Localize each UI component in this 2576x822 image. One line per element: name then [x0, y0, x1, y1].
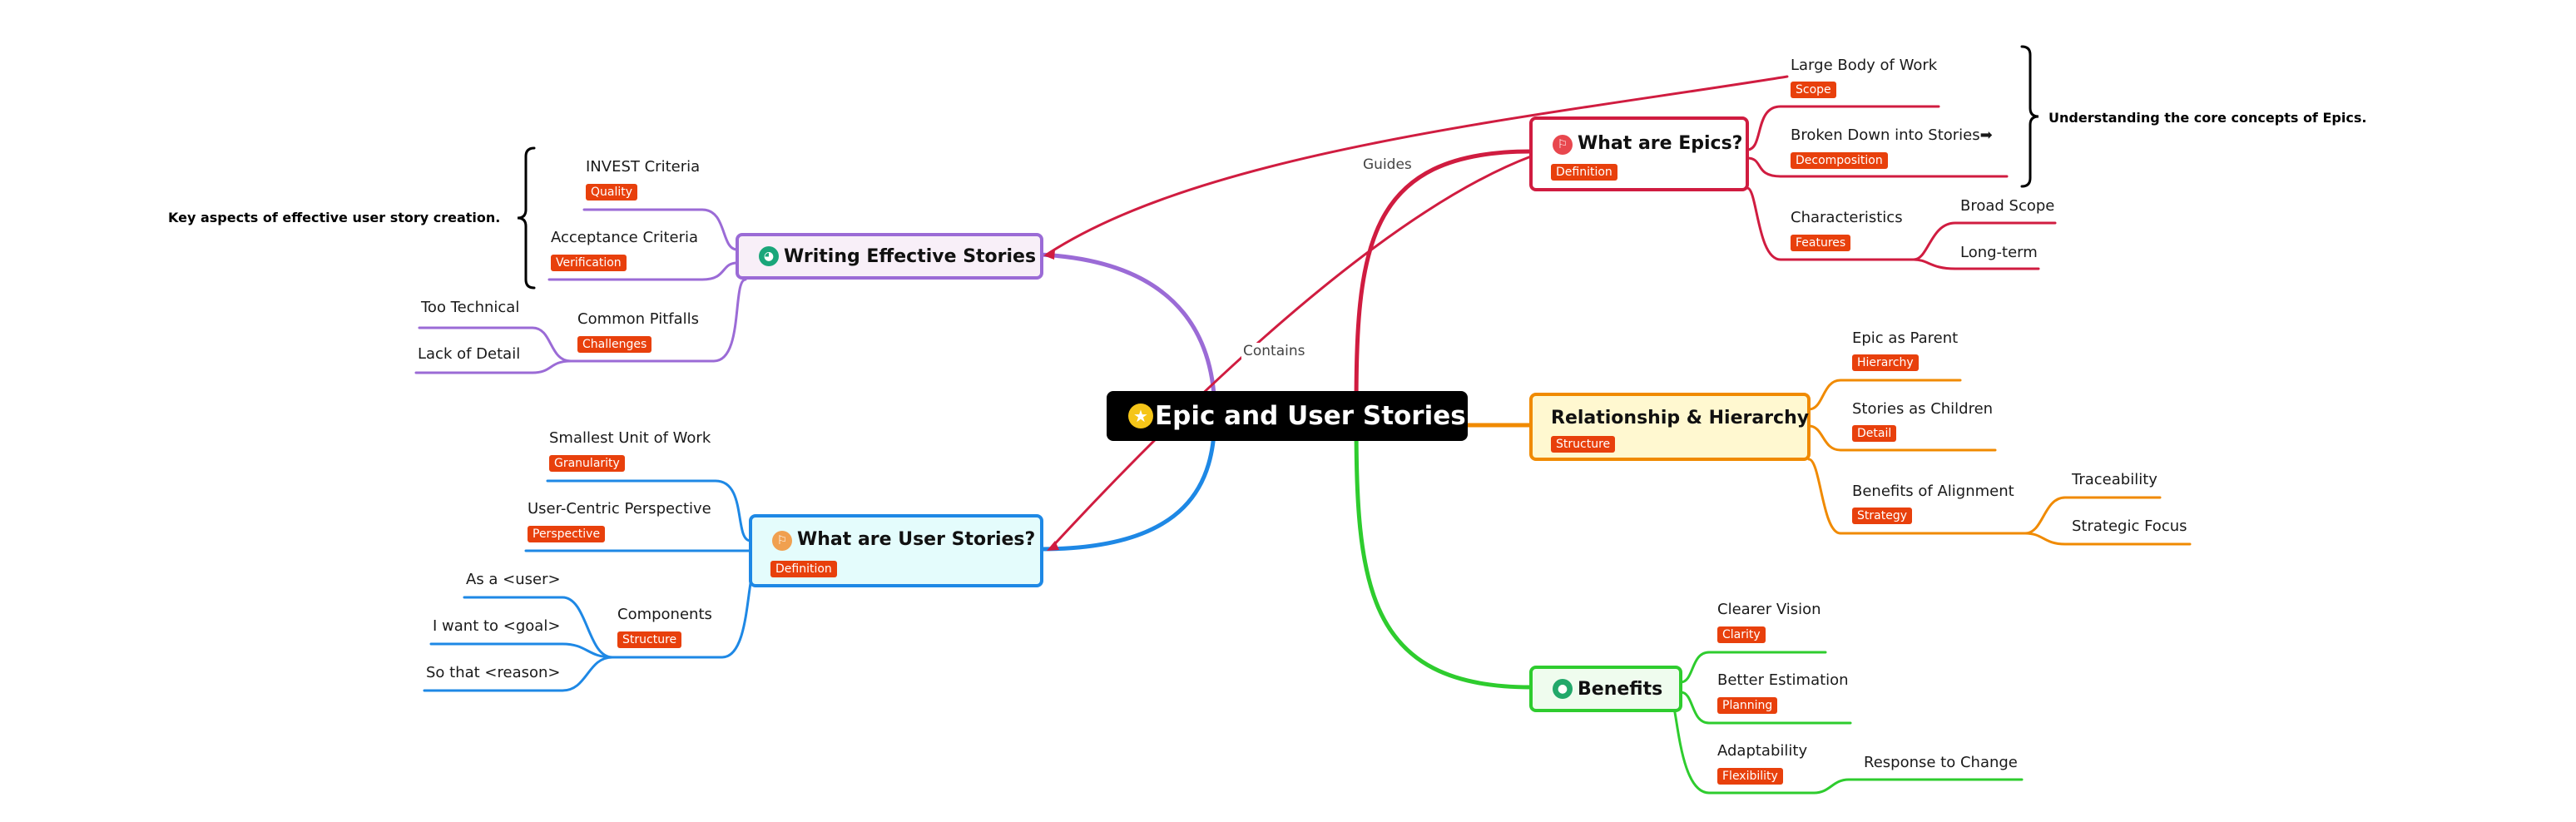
flag-icon: ⚐	[772, 531, 792, 551]
component-so-that[interactable]: So that <reason>	[426, 664, 561, 681]
writing-summary: Key aspects of effective user story crea…	[168, 210, 501, 225]
person-icon: ●	[1553, 679, 1573, 699]
tag-scope: Scope	[1791, 82, 1836, 98]
epics-child-decomposition[interactable]: Broken Down into Stories➡	[1791, 126, 1993, 144]
benefits-child-planning[interactable]: Better Estimation	[1717, 671, 1849, 689]
relationship-child-alignment[interactable]: Benefits of Alignment	[1852, 483, 2014, 500]
writing-child-invest[interactable]: INVEST Criteria	[586, 158, 701, 176]
adaptability-response[interactable]: Response to Change	[1864, 754, 2018, 771]
tag-structure: Structure	[617, 631, 682, 648]
relation-label-contains: Contains	[1241, 343, 1307, 359]
tag-hierarchy: Hierarchy	[1852, 354, 1919, 371]
relationship-title: Relationship & Hierarchy	[1551, 408, 1810, 428]
user-stories-child-smallest[interactable]: Smallest Unit of Work	[549, 429, 711, 447]
user-stories-tag: Definition	[770, 561, 837, 577]
writing-node[interactable]: ◕ Writing Effective Stories	[736, 233, 1043, 280]
tag-verification: Verification	[551, 255, 627, 271]
tag-planning: Planning	[1717, 697, 1778, 714]
alignment-traceability[interactable]: Traceability	[2072, 471, 2157, 488]
relationship-child-children[interactable]: Stories as Children	[1852, 400, 1994, 418]
user-stories-title: What are User Stories?	[797, 529, 1036, 550]
star-icon: ★	[1128, 404, 1153, 428]
epics-summary: Understanding the core concepts of Epics…	[2048, 110, 2367, 126]
characteristic-broad-scope[interactable]: Broad Scope	[1960, 197, 2055, 215]
epics-child-characteristics[interactable]: Characteristics	[1791, 209, 1903, 226]
epics-tag: Definition	[1551, 164, 1617, 181]
pie-icon: ◕	[759, 246, 779, 266]
epics-title: What are Epics?	[1578, 133, 1743, 154]
pitfall-too-technical[interactable]: Too Technical	[421, 299, 520, 316]
tag-detail: Detail	[1852, 425, 1897, 442]
epics-node[interactable]: ⚐ What are Epics? Definition	[1529, 116, 1749, 191]
user-stories-node[interactable]: ⚐ What are User Stories? Definition	[749, 514, 1043, 587]
benefits-node[interactable]: ● Benefits	[1529, 666, 1682, 712]
tag-quality: Quality	[586, 184, 638, 201]
relationship-child-parent[interactable]: Epic as Parent	[1852, 329, 1959, 347]
benefits-child-flexibility[interactable]: Adaptability	[1717, 742, 1808, 760]
tag-flexibility: Flexibility	[1717, 768, 1783, 785]
root-node[interactable]: ★ Epic and User Stories	[1107, 391, 1468, 441]
alignment-strategic-focus[interactable]: Strategic Focus	[2072, 517, 2187, 535]
root-title: Epic and User Stories	[1155, 401, 1466, 431]
component-as-a-user[interactable]: As a <user>	[466, 571, 561, 588]
user-stories-child-components[interactable]: Components	[617, 606, 712, 623]
benefits-child-clarity[interactable]: Clearer Vision	[1717, 601, 1821, 618]
tag-features: Features	[1791, 235, 1851, 251]
characteristic-long-term[interactable]: Long-term	[1960, 244, 2038, 261]
relationship-tag: Structure	[1551, 436, 1616, 453]
user-stories-child-perspective[interactable]: User-Centric Perspective	[528, 500, 711, 517]
epics-child-scope[interactable]: Large Body of Work	[1791, 57, 1938, 74]
tag-strategy: Strategy	[1852, 508, 1912, 524]
relation-label-guides: Guides	[1361, 156, 1414, 173]
writing-child-pitfalls[interactable]: Common Pitfalls	[577, 310, 700, 328]
writing-title: Writing Effective Stories	[784, 246, 1037, 267]
relationship-node[interactable]: Relationship & Hierarchy Structure	[1529, 393, 1811, 461]
tag-decomposition: Decomposition	[1791, 152, 1888, 169]
benefits-title: Benefits	[1578, 679, 1663, 700]
writing-child-acceptance[interactable]: Acceptance Criteria	[551, 229, 699, 246]
component-i-want-to[interactable]: I want to <goal>	[433, 617, 561, 635]
tag-perspective: Perspective	[528, 526, 606, 542]
tag-clarity: Clarity	[1717, 626, 1766, 643]
tag-challenges: Challenges	[577, 336, 652, 353]
pitfall-lack-of-detail[interactable]: Lack of Detail	[418, 345, 521, 363]
flag-icon: ⚐	[1553, 135, 1573, 155]
tag-granularity: Granularity	[549, 455, 625, 472]
